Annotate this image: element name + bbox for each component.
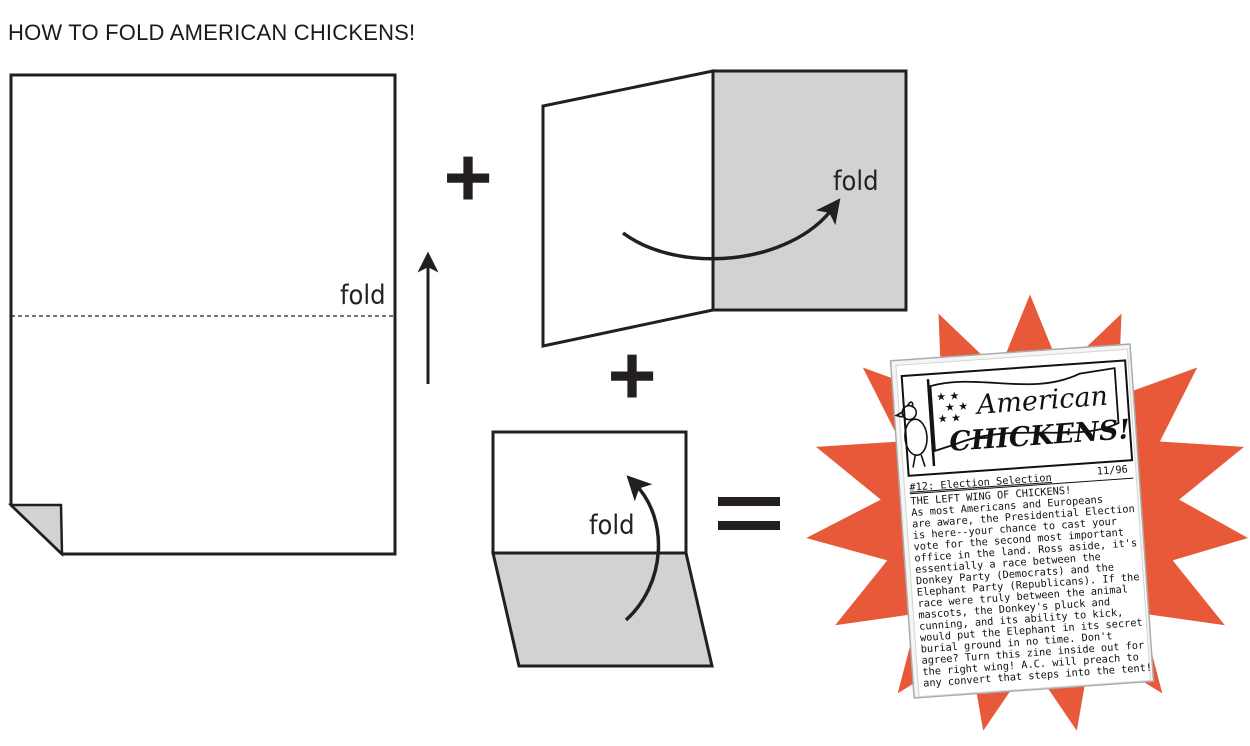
curved-fold-arrow-icon <box>621 198 841 261</box>
svg-text:★ ★: ★ ★ <box>936 389 960 404</box>
step1-sheet: fold <box>7 73 397 557</box>
zine-date: 11/96 <box>1096 464 1128 478</box>
step3-sheet: fold <box>491 430 714 668</box>
step2-fold-label: fold <box>833 166 879 197</box>
chicken-icon <box>894 401 928 468</box>
step1-fold-label: fold <box>340 280 386 311</box>
dog-ear-corner <box>7 503 64 557</box>
zine-body-text: THE LEFT WING OF CHICKENS!As most Americ… <box>910 485 1152 690</box>
svg-text:★ ★: ★ ★ <box>937 411 961 426</box>
equals-sign <box>718 497 780 530</box>
flag-icon <box>929 367 1120 453</box>
zine-cover: ★ ★ ★ ★ ★ ★ American CHICKENS! #12: Elec… <box>889 343 1155 699</box>
svg-text:★ ★: ★ ★ <box>945 399 969 414</box>
plus-sign: + <box>443 130 492 224</box>
plus-sign: + <box>607 328 656 422</box>
flag-stars-icon: ★ ★ ★ ★ ★ ★ <box>936 389 969 426</box>
diagram-title: HOW TO FOLD AMERICAN CHICKENS! <box>8 20 416 45</box>
curved-fold-arrow-icon <box>624 475 661 622</box>
step3-fold-label: fold <box>589 510 635 541</box>
flag-pole <box>926 379 936 467</box>
step2-sheet: fold <box>541 69 908 348</box>
